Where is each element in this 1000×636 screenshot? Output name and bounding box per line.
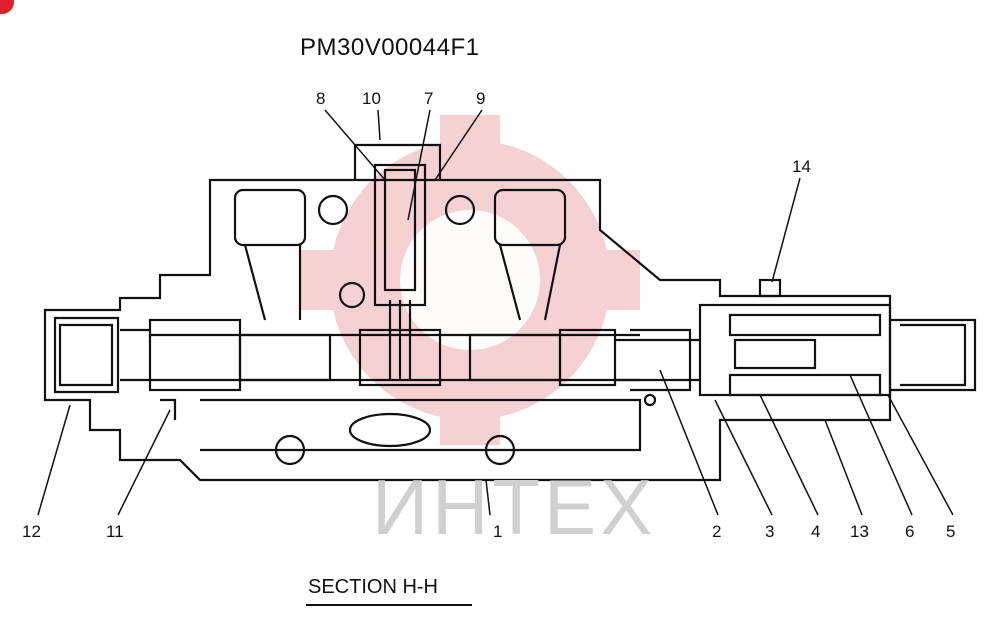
label-8: 8	[316, 89, 325, 108]
label-11: 11	[106, 522, 124, 541]
valve-body-outline	[43, 143, 977, 482]
section-title: SECTION H-H	[308, 576, 438, 598]
drawing-code: PM30V00044F1	[300, 34, 480, 61]
section-underline	[306, 604, 472, 606]
label-6: 6	[905, 522, 914, 541]
label-12: 12	[22, 522, 41, 541]
label-9: 9	[476, 89, 485, 108]
label-10: 10	[362, 89, 381, 108]
label-2: 2	[712, 522, 721, 541]
label-5: 5	[946, 522, 955, 541]
leader-lines	[37, 109, 954, 516]
label-7: 7	[424, 89, 433, 108]
label-13: 13	[850, 522, 869, 541]
label-3: 3	[765, 522, 774, 541]
label-4: 4	[811, 522, 820, 541]
label-1: 1	[493, 522, 502, 541]
watermark-text: ИНТЕХ	[372, 463, 657, 551]
label-14: 14	[792, 157, 811, 176]
